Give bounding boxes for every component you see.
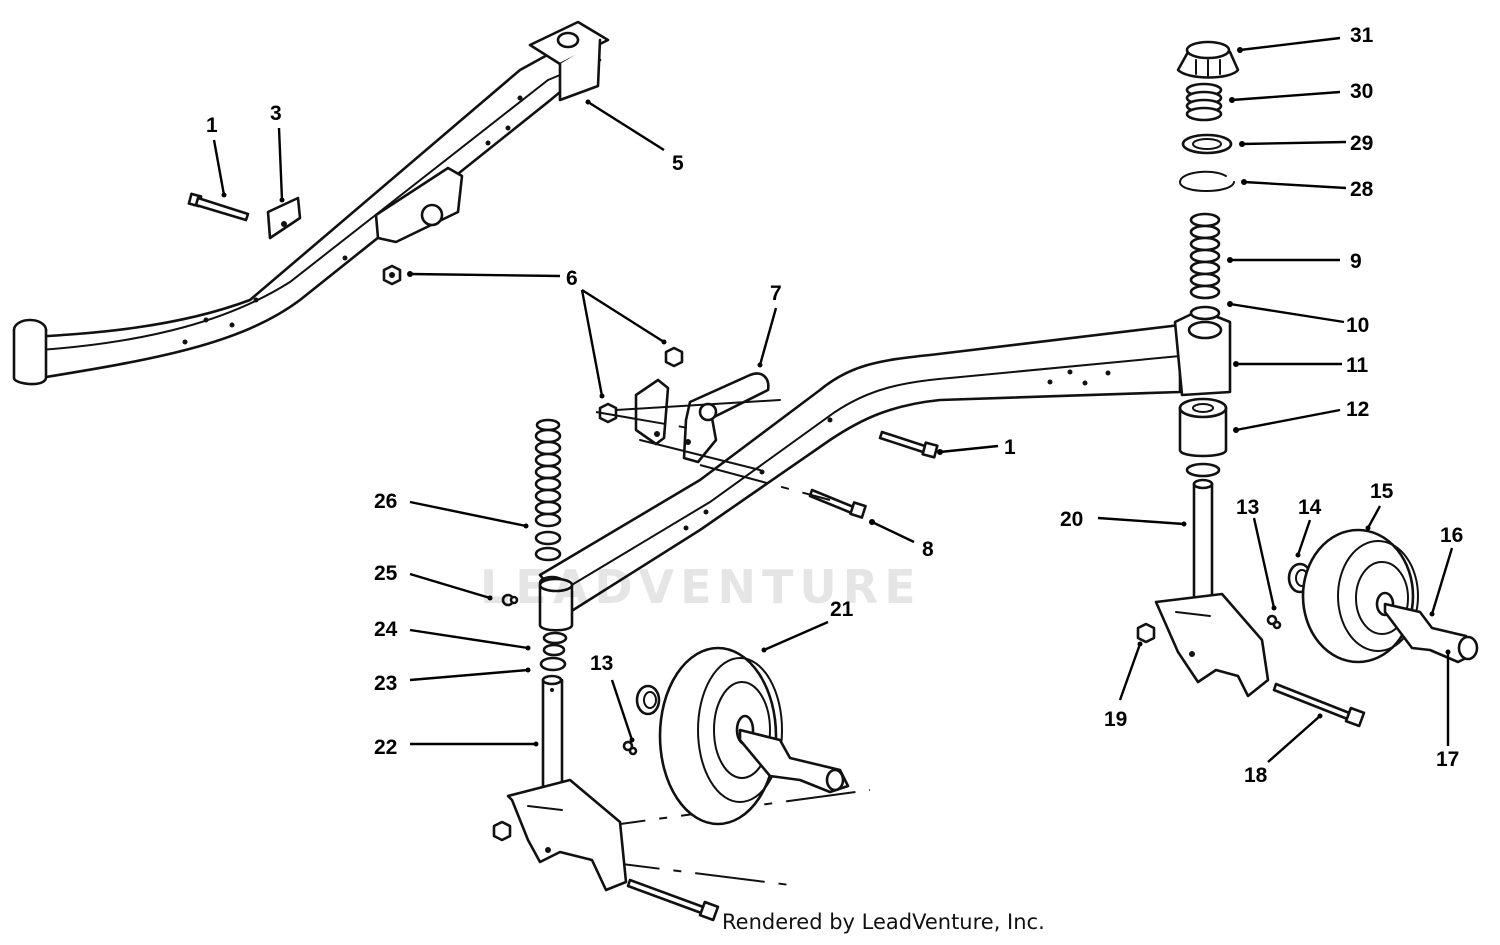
top-washer — [1181, 133, 1233, 155]
leader-dots — [221, 47, 1451, 747]
upper-nut — [382, 264, 402, 286]
callout-7: 7 — [770, 282, 782, 305]
mount-brackets — [615, 372, 781, 471]
left-caster-fork — [506, 674, 628, 892]
upper-clip — [266, 196, 302, 240]
callout-16: 16 — [1440, 524, 1463, 547]
callout-20: 20 — [1060, 508, 1083, 531]
upper-axle-bar — [12, 20, 610, 386]
left-zerk — [501, 593, 519, 607]
dust-cap — [1176, 40, 1240, 79]
footer-credit: Rendered by LeadVenture, Inc. — [722, 910, 1045, 934]
callout-labels: 1 3 5 6 7 1 8 26 25 24 23 22 21 13 31 30… — [206, 24, 1463, 787]
right-caster-fork — [1154, 478, 1270, 698]
retaining-ring — [1178, 170, 1235, 192]
bearing-housing — [1178, 397, 1228, 478]
callout-26: 26 — [374, 490, 397, 513]
left-nut — [492, 820, 512, 842]
callout-22: 22 — [374, 736, 397, 759]
leader-lines — [212, 36, 1454, 763]
right-wheel — [1301, 528, 1419, 664]
callout-23: 23 — [374, 672, 397, 695]
callout-10: 10 — [1346, 314, 1369, 337]
callout-17: 17 — [1436, 748, 1459, 771]
left-axle-bolt — [626, 878, 720, 922]
left-sleeve — [538, 577, 574, 632]
callout-15: 15 — [1370, 480, 1394, 503]
callout-1-lower: 1 — [1004, 436, 1016, 459]
right-axle-bolt — [1272, 682, 1366, 728]
right-nut — [1136, 622, 1156, 644]
callout-3: 3 — [270, 102, 282, 125]
upper-pin — [187, 192, 250, 222]
right-wheel-hub — [1383, 602, 1479, 664]
left-washers — [539, 631, 568, 672]
left-grease-fitting — [622, 740, 638, 756]
callout-9: 9 — [1350, 250, 1362, 273]
callout-19: 19 — [1104, 708, 1127, 731]
callout-14: 14 — [1298, 496, 1322, 519]
right-grease-fitting — [1266, 614, 1282, 630]
callout-18: 18 — [1244, 764, 1268, 787]
callout-8: 8 — [922, 538, 934, 561]
callout-12: 12 — [1346, 398, 1369, 421]
callout-13-left: 13 — [590, 652, 613, 675]
callout-25: 25 — [374, 562, 398, 585]
left-wheel — [658, 646, 783, 826]
callout-31: 31 — [1350, 24, 1374, 47]
callout-11: 11 — [1346, 354, 1369, 377]
main-axle-bar — [538, 308, 1232, 614]
upper-washer-right — [1189, 305, 1221, 321]
callout-28: 28 — [1350, 178, 1374, 201]
callout-30: 30 — [1350, 80, 1373, 103]
main-bar-bolts — [808, 430, 939, 519]
callout-29: 29 — [1350, 132, 1373, 155]
callout-24: 24 — [374, 618, 398, 641]
callout-21: 21 — [830, 598, 854, 621]
right-spring-stack — [1189, 212, 1221, 300]
left-wheel-hub — [738, 728, 850, 794]
left-bearing — [635, 684, 661, 716]
bracket-nuts — [598, 346, 684, 424]
top-spring — [1185, 82, 1223, 122]
callout-13-right: 13 — [1236, 496, 1259, 519]
callout-6: 6 — [566, 267, 578, 290]
callout-1-upper: 1 — [206, 114, 218, 137]
callout-5: 5 — [672, 152, 684, 175]
